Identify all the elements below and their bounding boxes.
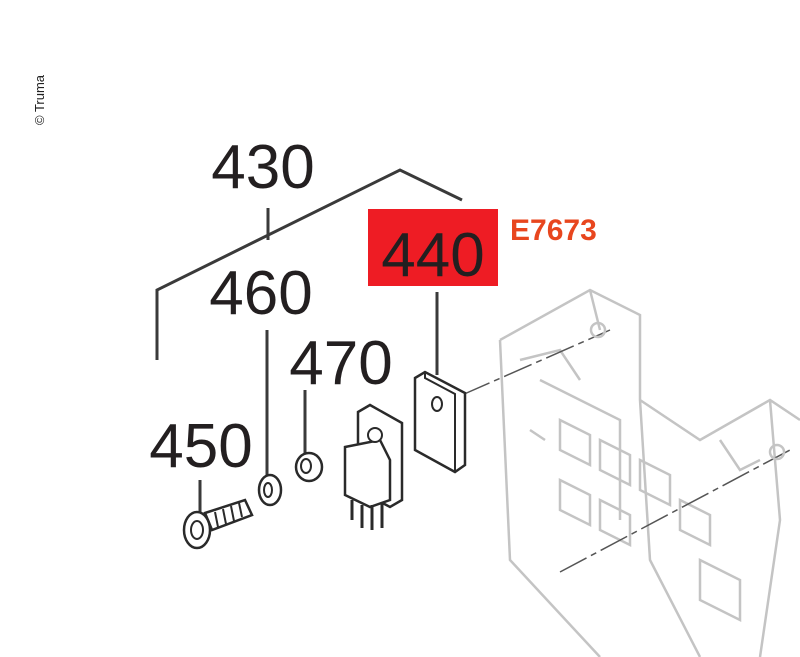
housing-drawing: [461, 288, 800, 657]
washer-460: [257, 473, 283, 507]
screw-450: [182, 498, 254, 550]
label-470: 470: [289, 329, 392, 398]
transistor: [343, 403, 404, 530]
washer-470: [294, 451, 324, 483]
copyright: © Truma: [32, 74, 47, 125]
part-code: E7673: [510, 214, 597, 247]
label-460: 460: [209, 259, 312, 328]
insulating-plate-440: [413, 370, 467, 474]
bracket-430: [155, 168, 463, 360]
highlight-box-440: [368, 209, 498, 286]
label-450: 450: [149, 412, 252, 481]
label-440: 440: [381, 221, 484, 290]
label-430: 430: [211, 133, 314, 202]
